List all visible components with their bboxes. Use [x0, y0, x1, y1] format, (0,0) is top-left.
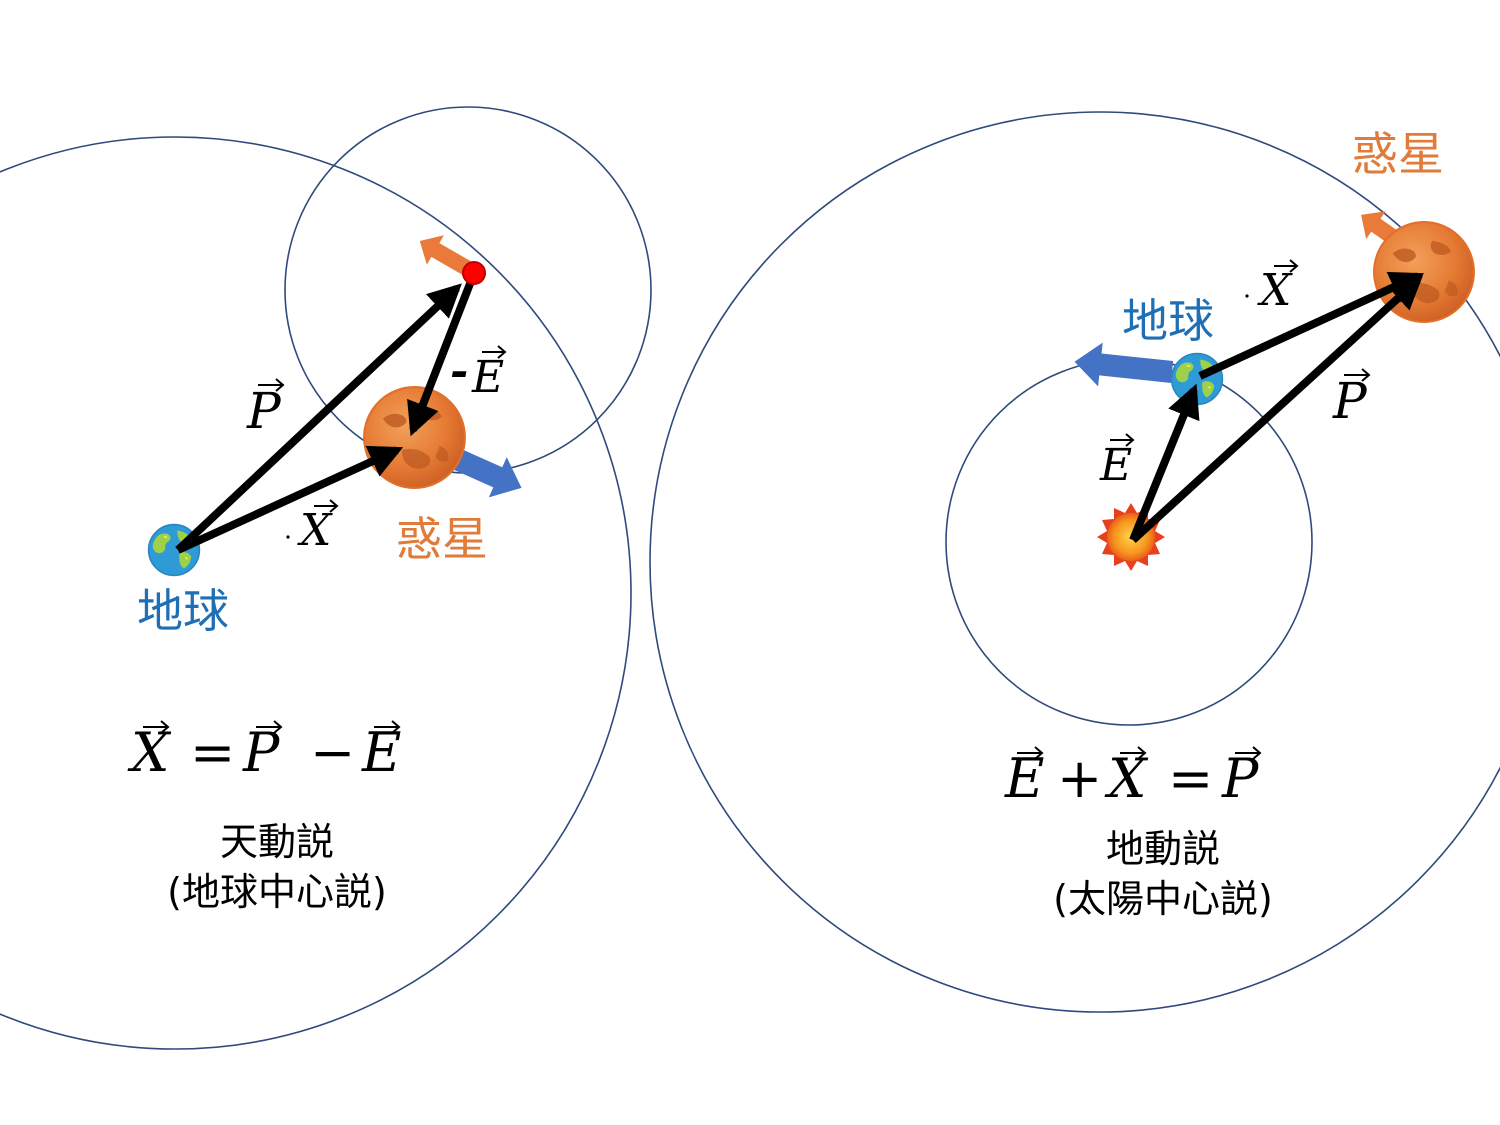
geocentric-equation: X = P − E: [127, 720, 401, 784]
caption-heliocentric: 地動説: [1106, 827, 1220, 871]
vector-neg-e-accent: [482, 345, 507, 359]
eq-equals: =: [190, 721, 235, 784]
dot-marker-right: [1245, 294, 1249, 298]
epicycle-point: [462, 261, 486, 285]
eq-minus: −: [310, 721, 355, 784]
eq2-p: P: [1221, 747, 1260, 810]
vector-x-label: X: [297, 505, 333, 556]
eq2-p-accent: [1235, 746, 1262, 760]
vector-p-arrow-right: [1130, 275, 1423, 543]
vector-e-arrow: [1129, 383, 1200, 542]
vector-x-accent-right: [1274, 259, 1299, 273]
dot-marker: [286, 535, 290, 539]
vector-p-arrow: [175, 283, 462, 553]
eq-p: P: [242, 721, 281, 784]
eq2-equals: =: [1168, 747, 1213, 810]
deferent-orbit: [0, 136, 632, 1050]
vector-x-label-right: X: [1257, 265, 1293, 316]
heliocentric-panel: 惑星 地球 X P E E + X = P 地動説 (太陽中心説): [649, 111, 1500, 1013]
caption-geocentric-sub: (地球中心説): [167, 870, 387, 914]
eq2-e-accent: [1017, 746, 1044, 760]
planet-label-right: 惑星: [1352, 127, 1444, 181]
planet-orbit: [649, 111, 1500, 1013]
eq2-x-accent: [1120, 746, 1147, 760]
vector-x-arrow: [176, 445, 404, 554]
mars-planet-icon: [363, 386, 466, 489]
caption-geocentric: 天動説: [220, 820, 334, 864]
eq-p-accent: [256, 720, 283, 734]
earth-velocity-arrow: [1074, 342, 1174, 387]
eq2-plus: +: [1057, 747, 1102, 810]
eq-x: X: [127, 721, 172, 784]
caption-heliocentric-sub: (太陽中心説): [1053, 877, 1273, 921]
eq-e-accent: [374, 720, 401, 734]
eq-x-accent: [143, 720, 170, 734]
vector-x-accent: [314, 499, 339, 513]
vector-neg-e-arrow: [407, 274, 477, 437]
epicycle-point-velocity-arrow: [419, 235, 474, 277]
eq2-x: X: [1104, 747, 1149, 810]
vector-e-accent-right: [1110, 433, 1135, 447]
vector-neg-e-minus: -: [450, 346, 468, 397]
vector-p-label: P: [246, 382, 282, 440]
earth-label-right: 地球: [1122, 294, 1214, 348]
planet-label: 惑星: [396, 512, 488, 566]
heliocentric-equation: E + X = P: [1004, 746, 1262, 810]
vector-p-label-right: P: [1332, 372, 1368, 430]
earth-icon-right: [1170, 352, 1224, 406]
vector-x-arrow-right: [1198, 271, 1425, 380]
vector-neg-e-label: E: [471, 352, 504, 403]
vector-p-accent: [258, 378, 285, 392]
geocentric-panel: P - E X 惑星 地球 X = P − E 天動説 (地球中心説): [0, 106, 652, 1050]
vector-e-label-right: E: [1099, 440, 1132, 491]
vector-p-accent-right: [1344, 368, 1371, 382]
earth-label: 地球: [137, 584, 229, 638]
